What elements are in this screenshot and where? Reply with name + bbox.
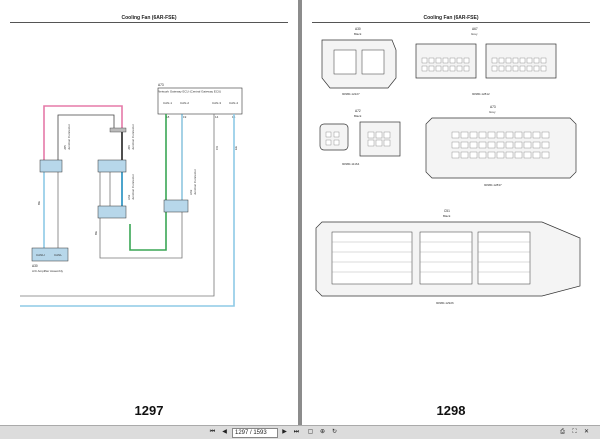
junction-connector-2 — [97, 159, 127, 173]
page-number-input[interactable]: 1297 / 1593 — [232, 428, 278, 438]
conn-a30-part: 90980-12227 — [342, 92, 360, 96]
page-number: 1297 — [134, 403, 164, 418]
rotate-icon[interactable]: ↻ — [331, 429, 338, 435]
jc2-name: Junction Connector — [131, 124, 135, 150]
conn-a67-id: A67 — [472, 27, 478, 31]
conn-a72-female — [359, 121, 401, 157]
ecu-pin-4: CAN-4 — [229, 101, 238, 105]
amp-id: A30 — [32, 264, 38, 268]
wire-label-4: CK — [215, 146, 219, 150]
ecu-pin-num-3: 14 — [215, 115, 219, 119]
page-title: Cooling Fan (6AR-FSE) — [423, 15, 479, 21]
close-icon[interactable]: ✕ — [583, 429, 590, 435]
conn-c51-grid — [332, 241, 530, 273]
conn-a73-color: Grey — [489, 110, 496, 114]
title-rule — [10, 22, 288, 23]
amp-name: A/C Amplifier Assembly — [32, 269, 64, 273]
conn-a73-id: A73 — [490, 105, 496, 109]
conn-a30-color: Black — [354, 32, 362, 36]
wire-skyblue-2 — [20, 114, 235, 307]
print-icon[interactable]: ⎙ — [560, 429, 565, 435]
previous-page-icon[interactable]: ◀ — [222, 429, 227, 435]
conn-a72-color: Black — [354, 114, 362, 118]
junction-connector-3 — [97, 205, 127, 219]
amp-pin-1: CANH — [36, 253, 45, 257]
conn-a67-part: 90980-12812 — [472, 92, 490, 96]
wire-label-2: BE — [94, 231, 98, 235]
conn-c51-id: C51 — [444, 209, 450, 213]
ecu-pin-labels: CAN-1 CAN-2 CAN-3 CAN-4 18 19 14 15 — [163, 101, 238, 119]
jc4-label: A63 — [189, 189, 193, 195]
ecu-pin-3: CAN-3 — [212, 101, 221, 105]
ac-amp-box — [31, 247, 69, 262]
amp-pin-2: CANL — [54, 253, 62, 257]
wire-label-3: EE — [234, 146, 238, 150]
junction-connector-1 — [39, 159, 63, 173]
jc3-name: Junction Connector — [131, 174, 135, 200]
jc1-label: J65 — [63, 145, 67, 150]
jc4-name: Junction Connector — [193, 169, 197, 195]
wire-grey — [57, 114, 115, 160]
page-number: 1298 — [436, 403, 466, 418]
left-page: Cooling Fan (6AR-FSE) A73 Network Gatewa… — [0, 0, 298, 425]
connector-plug — [109, 127, 127, 133]
viewer-toolbar: ⏮ ◀ 1297 / 1593 ▶ ⏭ ▢ ⊕ ↻ ⎙ ⛶ ✕ — [0, 425, 600, 439]
ecu-name: Network Gateway ECU (Central Gateway ECU… — [158, 90, 221, 94]
conn-a73-pins — [451, 131, 550, 159]
conn-a30-shape — [321, 39, 397, 89]
zoom-icon[interactable]: ⊕ — [319, 429, 326, 435]
wire-label-1: BE — [37, 201, 41, 205]
fullscreen-icon[interactable]: ⛶ — [572, 429, 577, 435]
wire-green — [129, 114, 167, 251]
skip-first-icon[interactable]: ⏮ — [209, 429, 216, 435]
ecu-pin-num-2: 19 — [183, 115, 187, 119]
jc3-label: A62 — [127, 194, 131, 200]
fit-page-icon[interactable]: ▢ — [307, 429, 314, 435]
conn-a72-id: A72 — [355, 109, 361, 113]
wire-grey-4 — [20, 114, 215, 297]
conn-c51-part: 90980-12926 — [436, 301, 454, 305]
conn-a67-color: Grey — [471, 32, 478, 36]
ecu-pin-num-1: 18 — [166, 115, 170, 119]
conn-c51-block-1 — [331, 231, 413, 285]
page-title: Cooling Fan (6AR-FSE) — [121, 15, 177, 21]
conn-c51-block-2 — [419, 231, 473, 285]
ecu-pin-2: CAN-2 — [180, 101, 189, 105]
conn-c51-block-3 — [477, 231, 531, 285]
jc1-name: Junction Connector — [67, 124, 71, 150]
ecu-box — [157, 87, 243, 115]
right-page: Cooling Fan (6AR-FSE) A30 Black 90980-12… — [302, 0, 600, 425]
ecu-pin-1: CAN-1 — [163, 101, 172, 105]
conn-a73-part: 90980-12837 — [484, 183, 502, 187]
ecu-id: A73 — [158, 83, 164, 87]
skip-last-icon[interactable]: ⏭ — [293, 429, 300, 435]
wiring-diagram: A73 Network Gateway ECU (Central Gateway… — [20, 83, 243, 307]
wire-pink — [43, 105, 123, 160]
title-rule — [312, 22, 590, 23]
conn-a72-part: 90980-11164 — [342, 162, 360, 166]
conn-a30-id: A30 — [355, 27, 361, 31]
junction-connector-4 — [163, 199, 189, 213]
next-page-icon[interactable]: ▶ — [282, 429, 287, 435]
jc2-label: J66 — [127, 145, 131, 150]
conn-a67-pins — [421, 57, 547, 72]
connector-views: A30 Black 90980-12227 A67 Grey 90980-128… — [315, 27, 581, 305]
conn-c51-color: Black — [443, 214, 451, 218]
